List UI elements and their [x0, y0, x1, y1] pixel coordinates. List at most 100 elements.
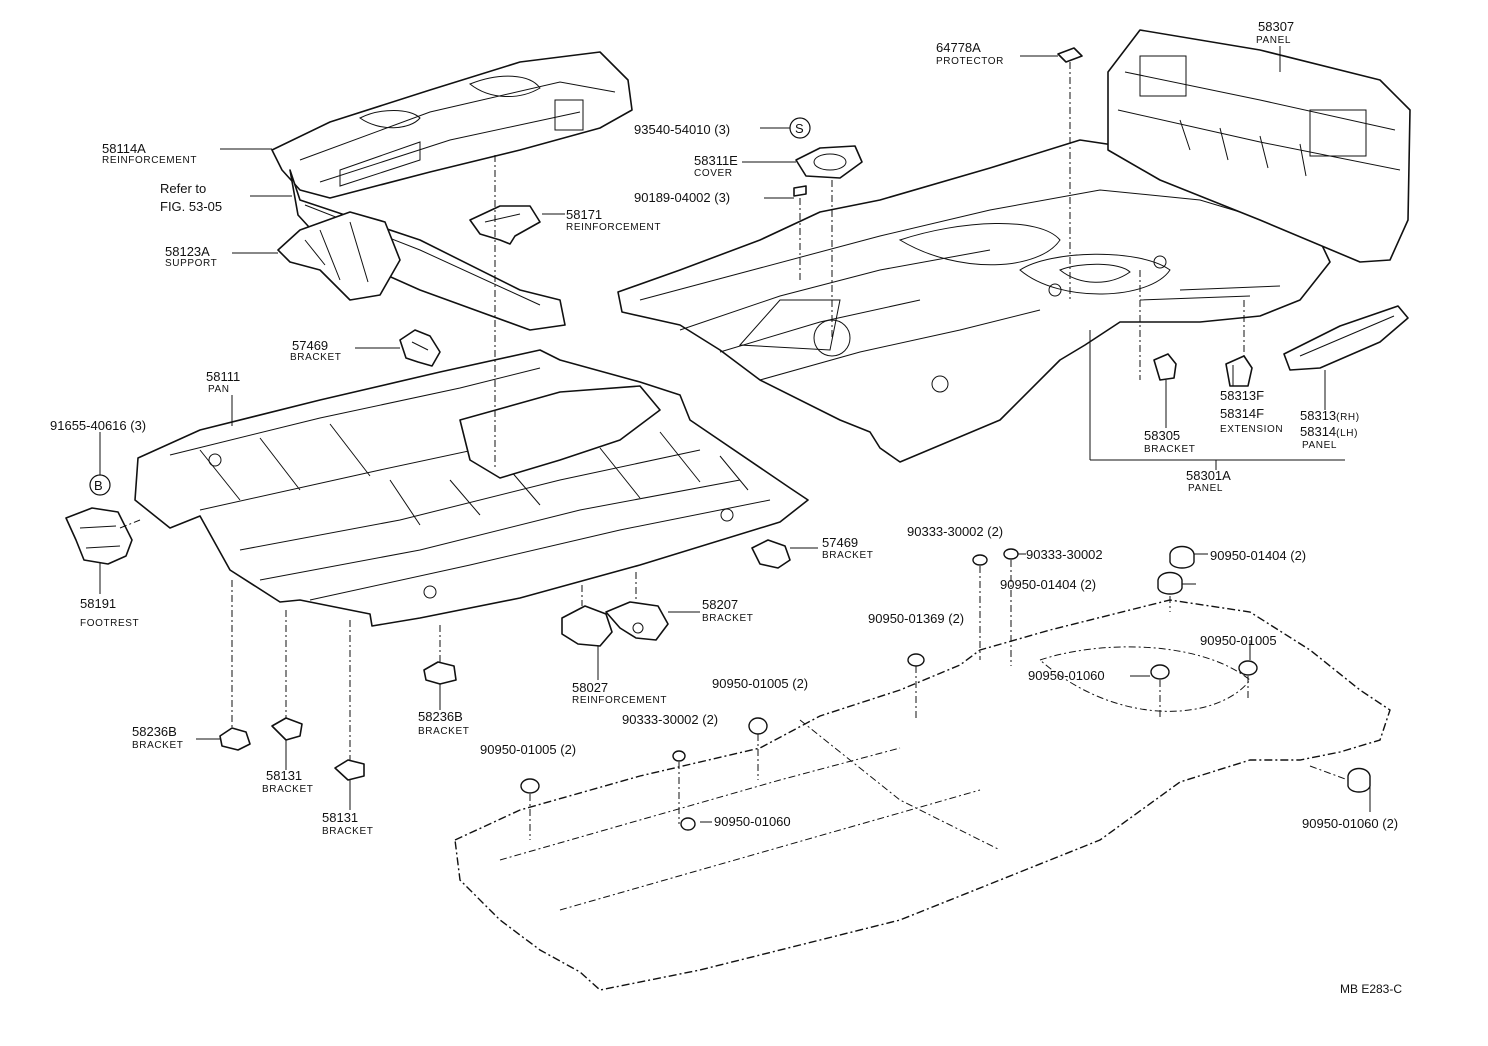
svg-text:58131: 58131 [266, 768, 302, 783]
label-58191: 58191 FOOTREST [80, 596, 139, 629]
label-58131-right: 58131 BRACKET [322, 810, 373, 837]
svg-text:58114A: 58114A [102, 141, 146, 156]
label-58171: 58171 REINFORCEMENT [566, 207, 661, 233]
panel-58313-58314-drawing [1283, 305, 1409, 371]
svg-text:58111: 58111 [206, 369, 240, 384]
label-58305: 58305 BRACKET [1144, 428, 1195, 455]
label-90950-01060-mid: 90950-01060 [1028, 668, 1105, 683]
label-91655: 91655-40616 (3) [50, 418, 146, 433]
cover-58311e-drawing [795, 145, 863, 179]
svg-text:FOOTREST: FOOTREST [80, 618, 139, 629]
svg-text:Refer to: Refer to [160, 181, 206, 196]
reinforcement-58114a-drawing [271, 51, 633, 199]
svg-text:BRACKET: BRACKET [822, 550, 873, 561]
svg-text:58236B: 58236B [418, 709, 463, 724]
label-90333-30002-2a: 90333-30002 (2) [907, 524, 1003, 539]
label-58123a: 58123A SUPPORT [165, 244, 217, 269]
leader-lines [99, 46, 1371, 823]
svg-text:58311E: 58311E [694, 153, 738, 168]
label-58131-left: 58131 BRACKET [262, 768, 313, 795]
label-90333-30002-2c: 90333-30002 (2) [622, 712, 718, 727]
circle-s-letter: S [795, 121, 804, 136]
figure-code: MB E283-C [1340, 982, 1402, 996]
label-58301a: 58301A PANEL [1186, 468, 1231, 494]
bracket-57469-top-drawing [399, 329, 441, 367]
label-58027: 58027 REINFORCEMENT [572, 680, 667, 706]
svg-text:BRACKET: BRACKET [132, 740, 183, 751]
svg-text:58305: 58305 [1144, 428, 1180, 443]
svg-text:BRACKET: BRACKET [418, 726, 469, 737]
floor-silencer-drawing [454, 599, 1391, 991]
svg-text:58191: 58191 [80, 596, 116, 611]
label-58313-58314: 58313(RH) 58314(LH) PANEL [1300, 408, 1360, 451]
screw-90189-drawing [793, 185, 807, 197]
label-90950-01369: 90950-01369 (2) [868, 611, 964, 626]
svg-text:PROTECTOR: PROTECTOR [936, 56, 1004, 67]
label-58307: 58307 PANEL [1256, 19, 1294, 46]
label-57469-top: 57469 BRACKET [290, 338, 341, 363]
label-90950-01404-2b: 90950-01404 (2) [1000, 577, 1096, 592]
svg-text:58314(LH): 58314(LH) [1300, 424, 1358, 439]
svg-text:FIG. 53-05: FIG. 53-05 [160, 199, 222, 214]
label-58236b-center: 58236B BRACKET [418, 709, 469, 737]
svg-text:58313(RH): 58313(RH) [1300, 408, 1360, 423]
svg-text:58207: 58207 [702, 597, 738, 612]
label-90950-01005-2-left: 90950-01005 (2) [480, 742, 576, 757]
bracket-58027-58207-drawing [561, 601, 669, 647]
svg-text:BRACKET: BRACKET [262, 784, 313, 795]
svg-text:58307: 58307 [1258, 19, 1294, 34]
svg-text:58027: 58027 [572, 680, 608, 695]
svg-text:SUPPORT: SUPPORT [165, 258, 217, 269]
label-90189: 90189-04002 (3) [634, 190, 730, 205]
support-58123a-drawing [277, 169, 566, 331]
svg-text:BRACKET: BRACKET [322, 826, 373, 837]
svg-text:58314F: 58314F [1220, 406, 1264, 421]
small-brackets-drawing [219, 661, 457, 781]
protector-64778a-drawing [1057, 47, 1083, 63]
svg-text:58131: 58131 [322, 810, 358, 825]
label-58207: 58207 BRACKET [702, 597, 753, 624]
bracket-57469-lower-drawing [751, 539, 791, 569]
svg-text:58313F: 58313F [1220, 388, 1264, 403]
svg-text:EXTENSION: EXTENSION [1220, 424, 1283, 435]
svg-text:64778A: 64778A [936, 40, 981, 55]
label-58311e: 58311E COVER [694, 153, 738, 179]
label-90950-01060-bottom: 90950-01060 [714, 814, 791, 829]
svg-text:BRACKET: BRACKET [702, 613, 753, 624]
extension-58313f-drawing [1225, 355, 1253, 387]
svg-text:57469: 57469 [292, 338, 328, 353]
label-58236b-left: 58236B BRACKET [132, 724, 183, 751]
svg-text:REINFORCEMENT: REINFORCEMENT [566, 222, 661, 233]
svg-text:57469: 57469 [822, 535, 858, 550]
circle-b-letter: B [94, 478, 103, 493]
bracket-58305-drawing [1153, 353, 1177, 381]
floor-pan-58111-drawing [134, 349, 809, 627]
rear-panel-58307-drawing [1107, 29, 1411, 263]
svg-text:58171: 58171 [566, 207, 602, 222]
label-90950-01005-2-center: 90950-01005 (2) [712, 676, 808, 691]
svg-text:PANEL: PANEL [1256, 35, 1291, 46]
svg-text:BRACKET: BRACKET [290, 352, 341, 363]
svg-text:COVER: COVER [694, 168, 733, 179]
label-58111: 58111 PAN [206, 369, 240, 395]
label-93540: 93540-54010 (3) [634, 122, 730, 137]
rear-floor-panel-58301a-drawing [617, 139, 1331, 463]
plugs-drawing [520, 545, 1371, 831]
svg-text:REINFORCEMENT: REINFORCEMENT [572, 695, 667, 706]
svg-text:58301A: 58301A [1186, 468, 1231, 483]
label-90950-01060-2-right: 90950-01060 (2) [1302, 816, 1398, 831]
label-64778a: 64778A PROTECTOR [936, 40, 1004, 67]
reinforcement-58171-drawing [469, 205, 541, 245]
svg-text:PANEL: PANEL [1302, 440, 1337, 451]
label-58114a: 58114A REINFORCEMENT [102, 141, 196, 166]
label-90333-30002: 90333-30002 [1026, 547, 1103, 562]
footrest-58191-drawing [65, 507, 133, 565]
svg-text:58236B: 58236B [132, 724, 177, 739]
svg-text:BRACKET: BRACKET [1144, 444, 1195, 455]
svg-text:58123A: 58123A [165, 244, 210, 259]
label-90950-01404-2a: 90950-01404 (2) [1210, 548, 1306, 563]
label-57469-lower: 57469 BRACKET [822, 535, 873, 561]
svg-text:PANEL: PANEL [1188, 483, 1223, 494]
alignment-lines [119, 62, 1349, 840]
